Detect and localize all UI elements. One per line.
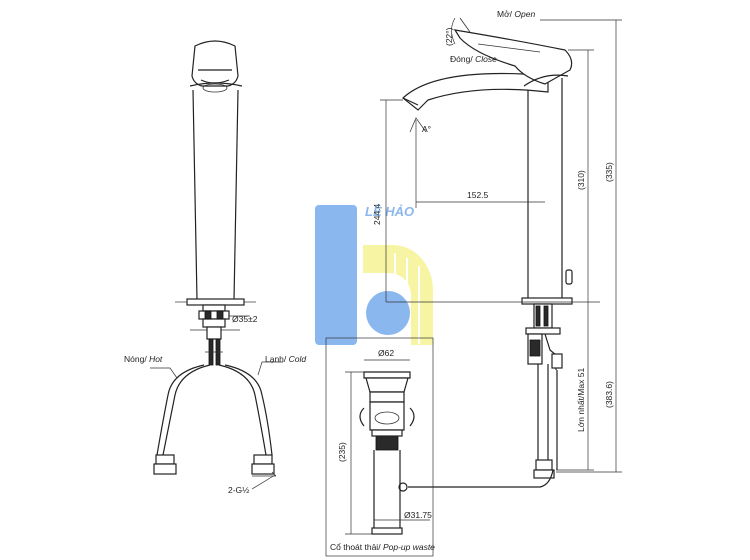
max51-label: Lớn nhất/Max 51	[576, 368, 586, 432]
front-view: Ø35±2 Nóng/ Hot Lạnh/ Cold 2-G½	[124, 40, 306, 495]
open-label: Mở/ Open	[497, 9, 535, 19]
len-335-label: (335)	[604, 162, 614, 182]
thread-label: 2-G½	[228, 485, 249, 495]
popup-waste: Ø62 Ø31.75 (235) Cổ thoát thải/ Pop-up w…	[325, 337, 435, 557]
len-310-label: (310)	[576, 170, 586, 190]
cold-label: Lạnh/ Cold	[265, 354, 306, 364]
angle-a-label: A°	[422, 124, 431, 134]
watermark-text: LÊ HẢO	[365, 204, 414, 219]
dia-35-label: Ø35±2	[232, 314, 258, 324]
dia-62-label: Ø62	[378, 348, 394, 358]
side-dimensions: 244.4 152.5 A° (310) (335) Lớn nhất/Max …	[372, 9, 622, 473]
len-2444-label: 244.4	[372, 203, 382, 225]
popup-label: Cổ thoát thải/ Pop-up waste	[330, 542, 435, 552]
len-235-label: (235)	[337, 442, 347, 462]
watermark-logo: LÊ HẢO	[315, 204, 433, 345]
close-label: Đóng/ Close	[450, 54, 497, 64]
side-view	[398, 17, 573, 492]
len-1525-label: 152.5	[467, 190, 489, 200]
hot-label: Nóng/ Hot	[124, 354, 163, 364]
dia-3175-label: Ø31.75	[404, 510, 432, 520]
len-3836-label: (383.6)	[604, 381, 614, 408]
angle-22-label: (22°)	[444, 27, 454, 46]
